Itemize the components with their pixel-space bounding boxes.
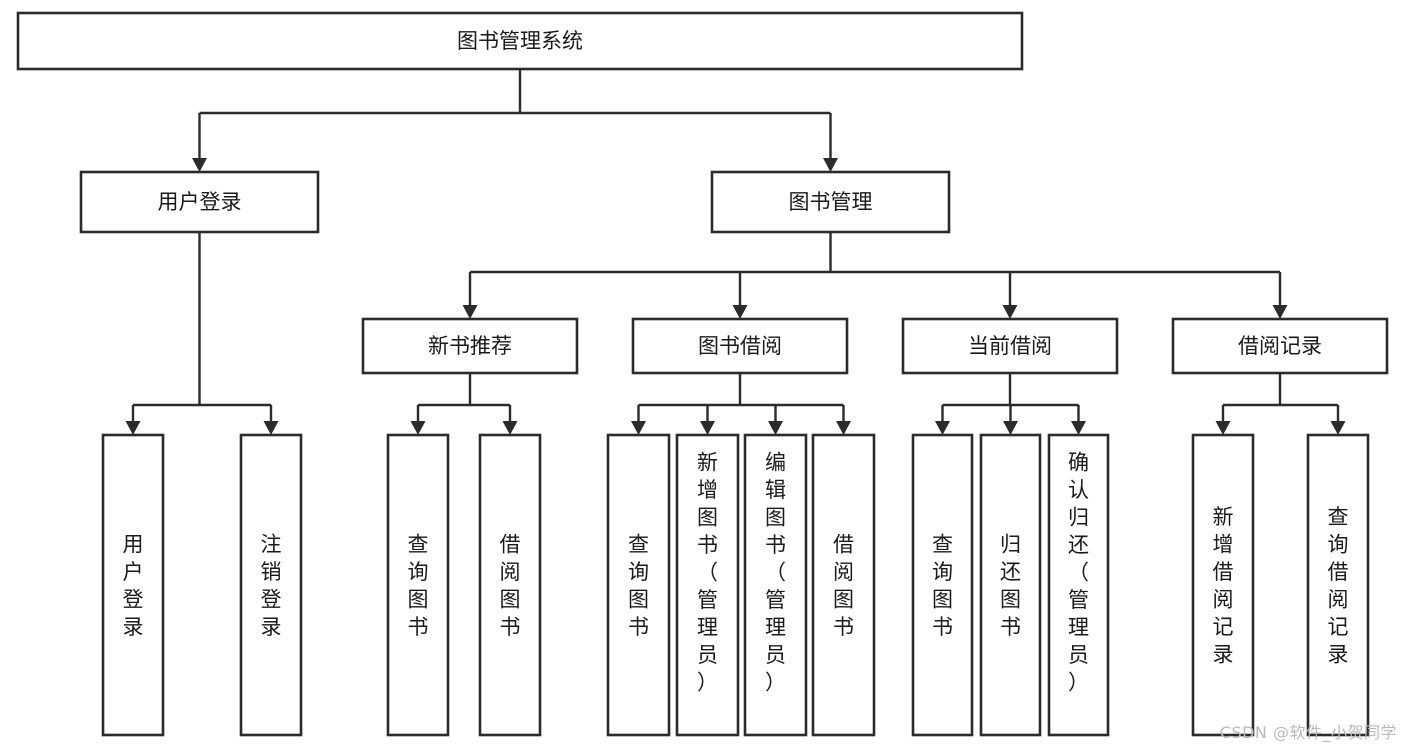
arrow-head <box>700 421 715 435</box>
node-label: 查询借阅记录 <box>1328 505 1349 667</box>
node-label: 确认归还（管理员） <box>1068 450 1089 694</box>
node-label: 当前借阅 <box>968 334 1052 358</box>
node-box <box>606 433 671 737</box>
node-leaf-confirm-return[interactable]: 确认归还（管理员） <box>1047 433 1110 737</box>
node-leaf-user-login[interactable]: 用户登录 <box>101 433 165 737</box>
arrow-head <box>410 421 426 435</box>
arrow-head <box>935 421 950 435</box>
arrow-head <box>768 421 783 435</box>
node-leaf-edit-book[interactable]: 编辑图书（管理员） <box>743 433 808 737</box>
node-box <box>979 433 1042 737</box>
node-leaf-query-book-3[interactable]: 查询图书 <box>911 433 974 737</box>
arrow-head <box>1215 421 1231 435</box>
node-leaf-query-record[interactable]: 查询借阅记录 <box>1306 433 1370 737</box>
node-label: 借阅图书 <box>500 532 521 639</box>
node-label: 借阅记录 <box>1238 334 1322 358</box>
node-label: 借阅图书 <box>833 532 854 639</box>
node-leaf-add-book[interactable]: 新增图书（管理员） <box>675 433 740 737</box>
node-label: 归还图书 <box>1000 532 1021 639</box>
arrow-head <box>823 158 838 172</box>
node-leaf-borrow-book-1[interactable]: 借阅图书 <box>478 433 542 737</box>
node-label: 查询图书 <box>408 532 429 639</box>
node-label: 查询图书 <box>628 532 649 639</box>
node-box <box>1191 433 1255 737</box>
arrow-head <box>192 158 207 172</box>
node-label: 注销登录 <box>261 532 282 639</box>
node-box <box>1171 317 1389 375</box>
node-box <box>101 433 165 737</box>
node-leaf-user-logout[interactable]: 注销登录 <box>239 433 303 737</box>
arrow-head <box>263 421 279 435</box>
arrow-head <box>1272 305 1288 319</box>
arrow-head <box>1330 421 1346 435</box>
node-box <box>16 11 1024 71</box>
node-box <box>1047 433 1110 737</box>
node-box <box>743 433 808 737</box>
node-leaf-add-record[interactable]: 新增借阅记录 <box>1191 433 1255 737</box>
node-box <box>79 170 320 234</box>
node-box <box>811 433 876 737</box>
node-box <box>239 433 303 737</box>
arrow-head <box>125 421 141 435</box>
node-label: 查询图书 <box>932 532 953 639</box>
arrow-head <box>502 421 518 435</box>
arrow-head <box>732 305 748 319</box>
node-box <box>631 317 849 375</box>
node-label: 新书推荐 <box>428 334 512 358</box>
node-box <box>911 433 974 737</box>
node-new-book-recommend[interactable]: 新书推荐 <box>361 317 579 375</box>
node-current-borrow[interactable]: 当前借阅 <box>901 317 1119 375</box>
arrow-head <box>1002 305 1018 319</box>
node-box <box>675 433 740 737</box>
node-user-login[interactable]: 用户登录 <box>79 170 320 234</box>
node-root[interactable]: 图书管理系统 <box>16 11 1024 71</box>
node-layer: 图书管理系统用户登录图书管理新书推荐图书借阅当前借阅借阅记录用户登录注销登录查询… <box>16 11 1389 737</box>
node-box <box>386 433 450 737</box>
node-label: 图书管理系统 <box>457 29 583 53</box>
node-box <box>478 433 542 737</box>
node-label: 新增借阅记录 <box>1213 505 1234 667</box>
node-borrow-record[interactable]: 借阅记录 <box>1171 317 1389 375</box>
node-leaf-query-book-1[interactable]: 查询图书 <box>386 433 450 737</box>
arrow-head <box>631 421 646 435</box>
node-book-borrow[interactable]: 图书借阅 <box>631 317 849 375</box>
node-box <box>361 317 579 375</box>
arrow-head <box>1071 421 1086 435</box>
node-book-manage[interactable]: 图书管理 <box>710 170 951 234</box>
node-leaf-borrow-book-2[interactable]: 借阅图书 <box>811 433 876 737</box>
node-box <box>710 170 951 234</box>
node-box <box>901 317 1119 375</box>
arrow-head <box>462 305 478 319</box>
connector-layer <box>125 69 1346 435</box>
node-leaf-query-book-2[interactable]: 查询图书 <box>606 433 671 737</box>
watermark-text: CSDN @软件_小贺同学 <box>1219 723 1397 742</box>
arrow-head <box>1003 421 1018 435</box>
node-label: 用户登录 <box>123 532 144 639</box>
node-label: 新增图书（管理员） <box>697 450 718 694</box>
node-label: 编辑图书（管理员） <box>765 450 786 694</box>
node-box <box>1306 433 1370 737</box>
node-label: 用户登录 <box>158 190 242 214</box>
node-label: 图书借阅 <box>698 334 782 358</box>
arrow-head <box>836 421 851 435</box>
node-leaf-return-book[interactable]: 归还图书 <box>979 433 1042 737</box>
node-label: 图书管理 <box>789 190 873 214</box>
